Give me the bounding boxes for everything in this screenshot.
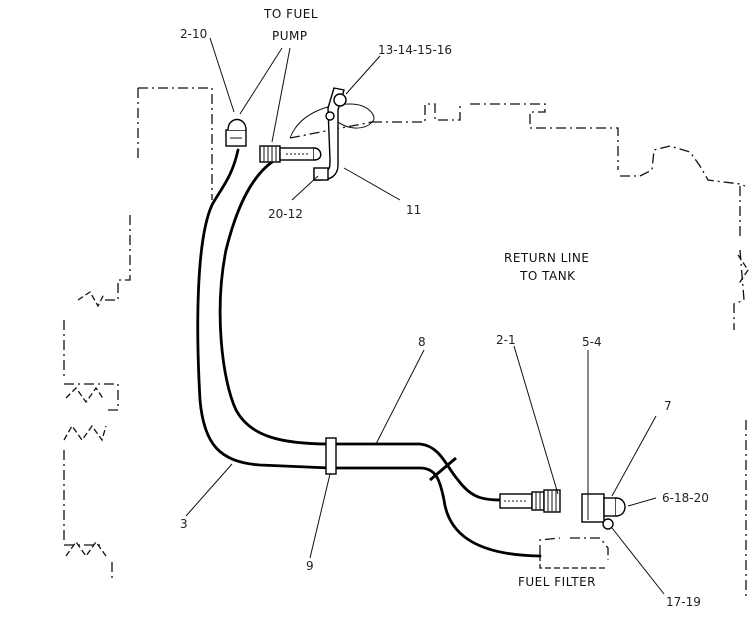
elbow-fitting-2-10 [225, 118, 247, 147]
callout-6-18-20: 6-18-20 [662, 491, 709, 505]
bracket-11 [313, 87, 347, 181]
clamp-9 [325, 437, 337, 475]
callout-13-16: 13-14-15-16 [378, 43, 452, 57]
tie-strap [429, 456, 457, 482]
engine-outline [63, 87, 749, 600]
return-line-caption-2: TO TANK [519, 269, 576, 283]
leader-lines [185, 37, 665, 595]
callout-17-19: 17-19 [666, 595, 701, 609]
callout-3: 3 [180, 517, 188, 531]
callout-11: 11 [406, 203, 421, 217]
to-fuel-pump-caption-1: TO FUEL [263, 7, 318, 21]
callouts: 2-10 13-14-15-16 20-12 11 8 2-1 5-4 7 6-… [180, 27, 709, 609]
pump-connector [259, 145, 322, 163]
fuel-hoses [196, 103, 542, 558]
callout-7: 7 [664, 399, 672, 413]
callout-5-4: 5-4 [582, 335, 602, 349]
return-line-caption-1: RETURN LINE [504, 251, 589, 265]
callout-20-12: 20-12 [268, 207, 303, 221]
filter-inlet-fitting [499, 489, 561, 513]
callout-2-1: 2-1 [496, 333, 516, 347]
callout-9: 9 [306, 559, 314, 573]
hose-3 [196, 148, 332, 470]
callout-2-10: 2-10 [180, 27, 207, 41]
fuel-filter-caption: FUEL FILTER [518, 575, 596, 589]
hose-inner [218, 160, 332, 446]
fittings [225, 87, 626, 530]
callout-8: 8 [418, 335, 426, 349]
to-fuel-pump-caption-2: PUMP [272, 29, 308, 43]
captions: TO FUEL PUMP RETURN LINE TO TANK FUEL FI… [263, 7, 596, 589]
